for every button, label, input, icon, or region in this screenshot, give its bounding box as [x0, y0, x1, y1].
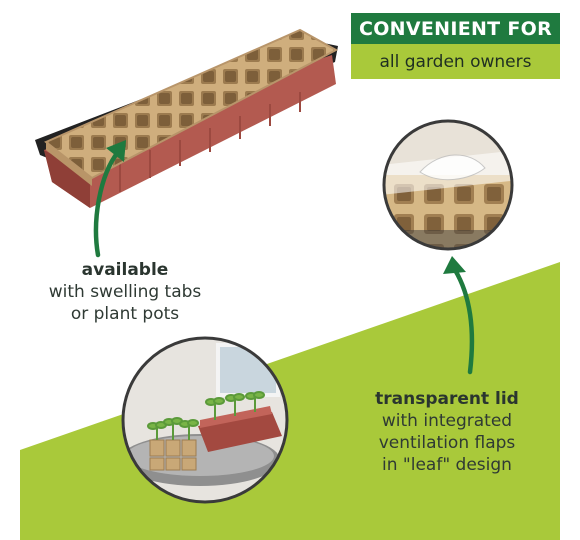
feature-right-heading: transparent lid — [375, 389, 519, 409]
seed-tray-image — [35, 28, 339, 208]
feature-right-line3: in "leaf" design — [382, 455, 512, 475]
feature-left-line2: or plant pots — [70, 304, 180, 324]
lid-detail-image — [382, 119, 514, 251]
curved-arrow-icon — [443, 256, 475, 375]
feature-right-line2: ventilation flaps — [378, 433, 516, 453]
feature-right-caption: transparent lid with integrated ventilat… — [352, 388, 542, 476]
feature-left-caption: available with swelling tabs or plant po… — [20, 259, 230, 325]
badge-subtitle: all garden owners — [351, 44, 560, 79]
seedlings-photo-image — [121, 336, 289, 504]
badge-title: CONVENIENT FOR — [351, 13, 560, 44]
feature-right-line1: with integrated — [381, 411, 513, 431]
feature-left-heading: available — [81, 260, 169, 280]
feature-left-line1: with swelling tabs — [48, 282, 202, 302]
curved-arrow-icon — [93, 140, 126, 258]
